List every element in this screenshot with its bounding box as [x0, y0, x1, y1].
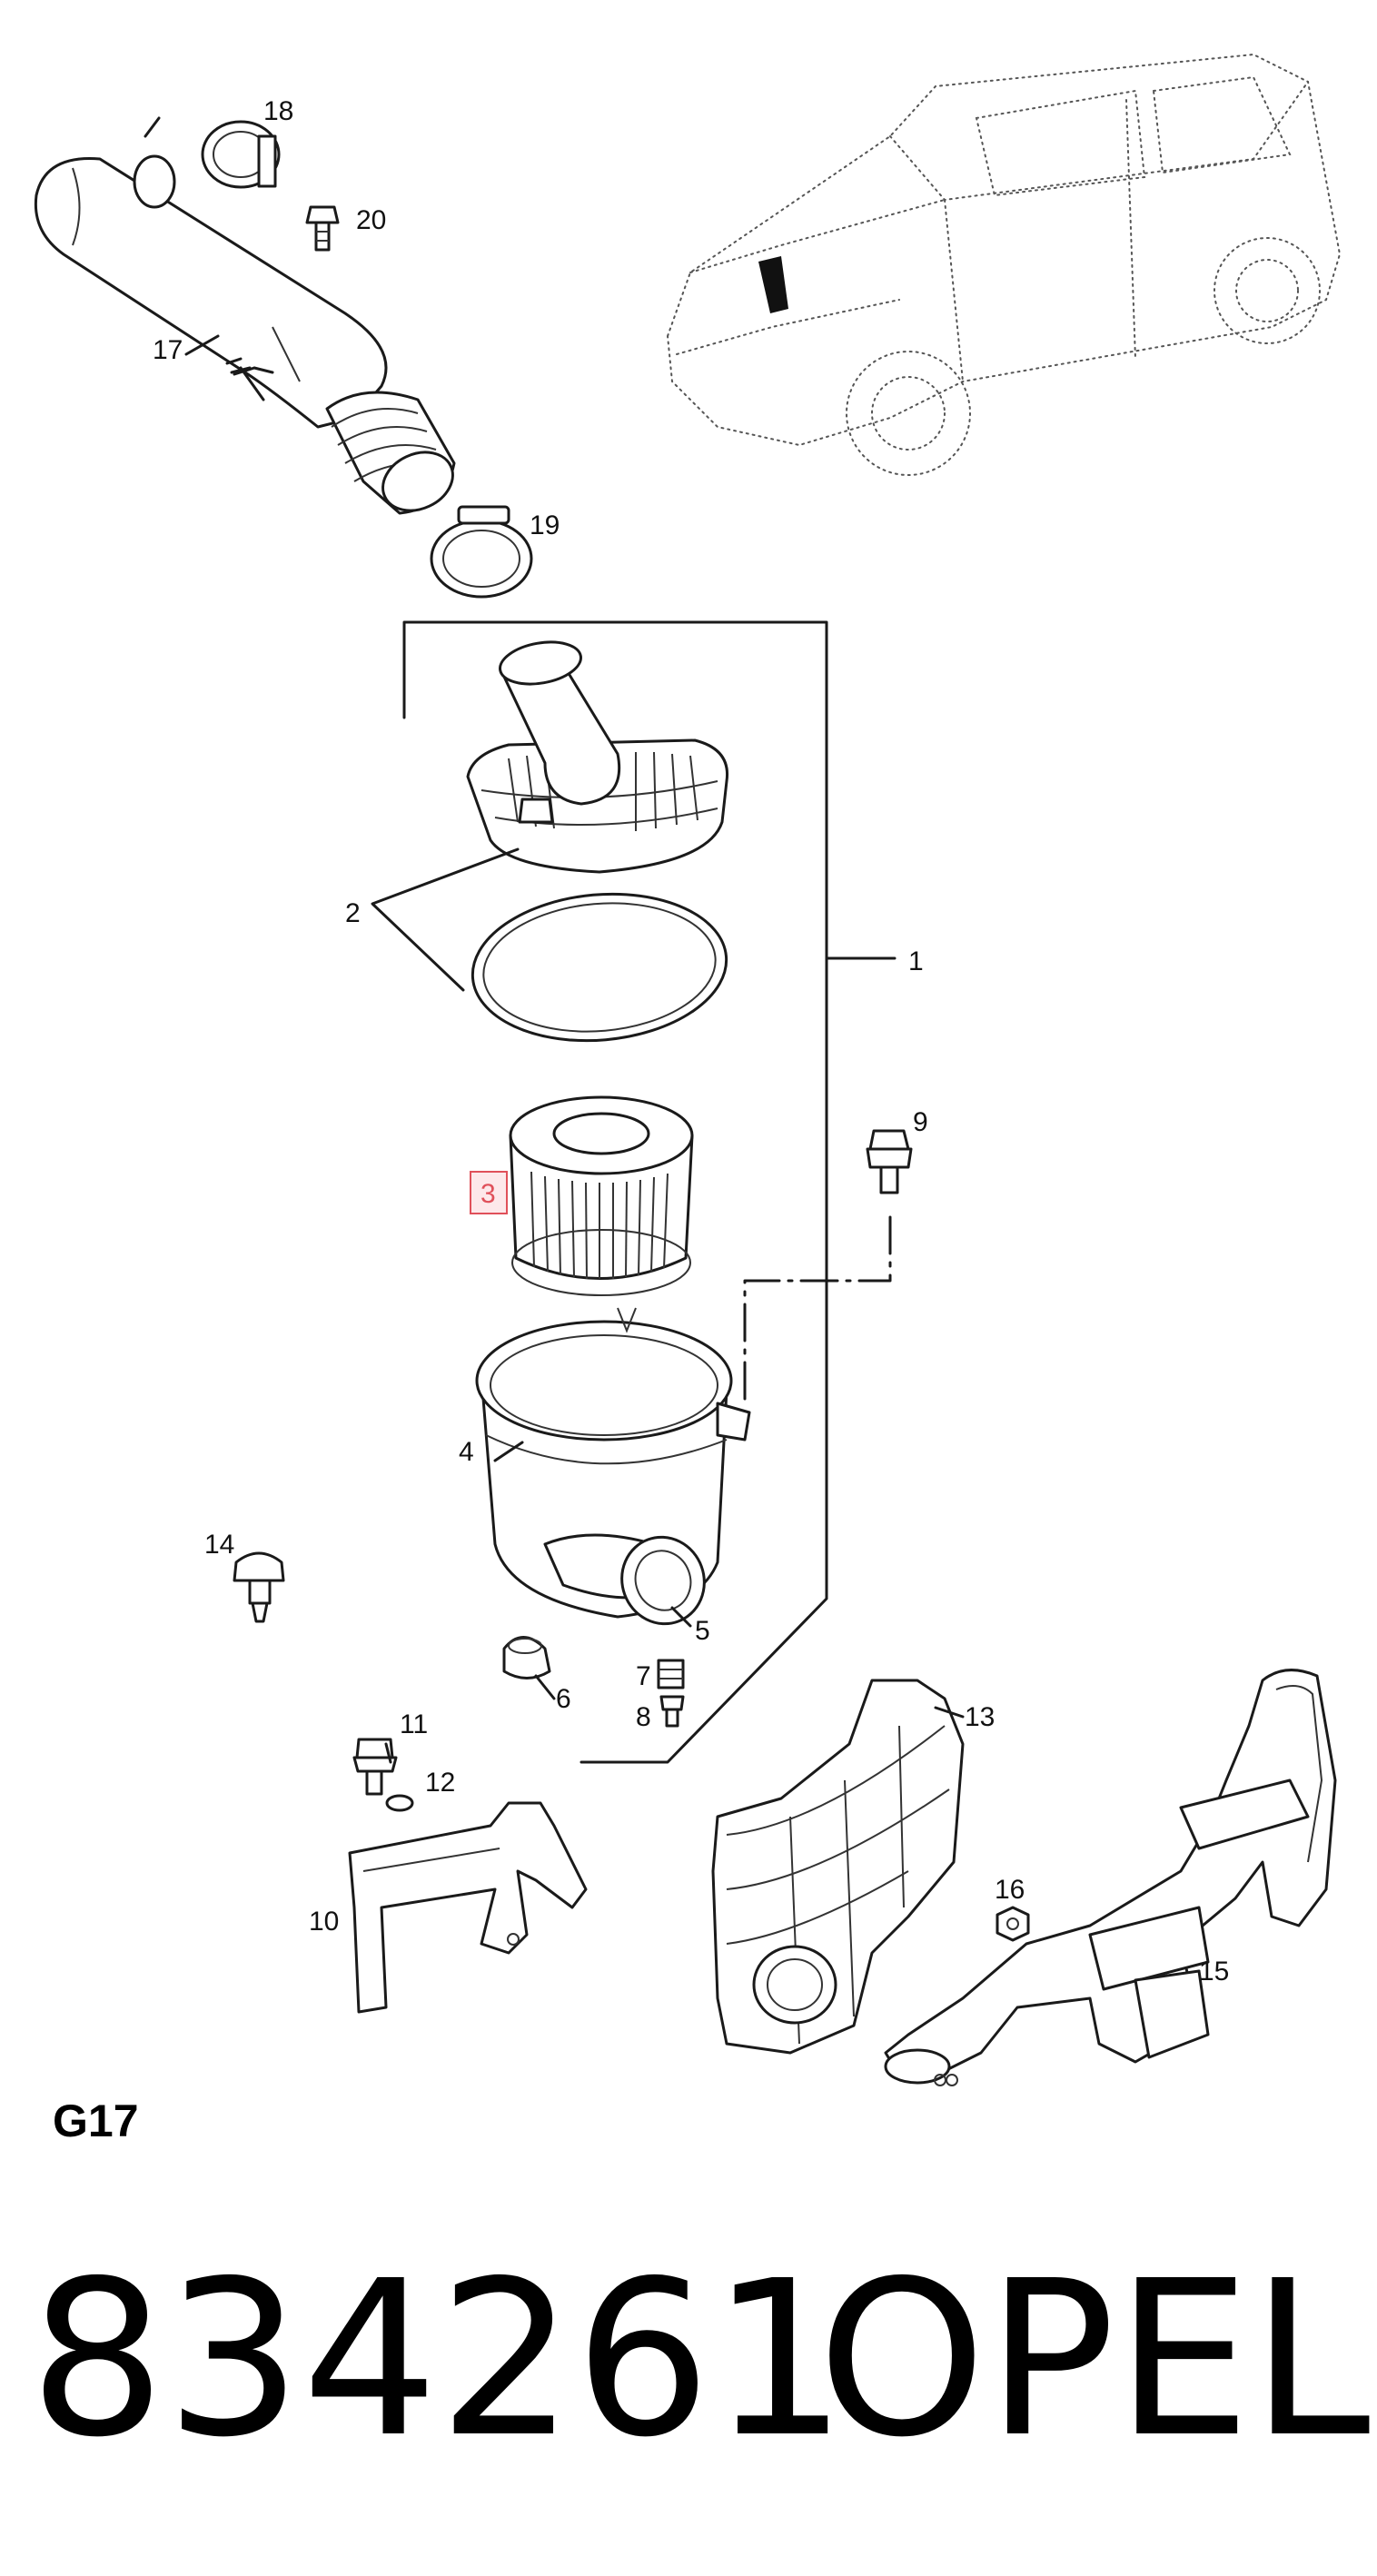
part-label-9: 9	[913, 1107, 928, 1137]
part-label-3-highlight	[470, 1171, 508, 1214]
part-label-6: 6	[556, 1684, 571, 1714]
part-2-leader-lines	[371, 847, 520, 992]
push-pin-14	[233, 1551, 285, 1623]
seal-ring-2	[471, 892, 728, 1043]
part-label-13: 13	[965, 1702, 995, 1732]
air-duct-15	[884, 1669, 1337, 2086]
part-label-15: 15	[1199, 1957, 1229, 1986]
clip-7	[657, 1659, 685, 1689]
part-label-20: 20	[356, 205, 386, 235]
filter-housing-4	[475, 1307, 751, 1626]
air-filter-cover-2	[466, 640, 729, 874]
hose-clamp-19	[430, 505, 533, 599]
bolt-11	[352, 1738, 398, 1796]
part-label-16: 16	[995, 1875, 1025, 1905]
nut-16	[996, 1906, 1030, 1942]
part-label-8: 8	[636, 1702, 651, 1732]
part-label-3: 3	[480, 1179, 496, 1209]
part-label-5: 5	[695, 1616, 710, 1646]
vehicle-illustration	[666, 53, 1342, 476]
part-label-19: 19	[530, 510, 560, 540]
part-label-14: 14	[204, 1530, 234, 1560]
part-label-10: 10	[309, 1907, 339, 1937]
washer-12	[385, 1794, 414, 1812]
mounting-bracket-10	[348, 1801, 588, 2014]
filter-element-3	[509, 1095, 694, 1296]
part-label-12: 12	[425, 1768, 455, 1798]
air-filter-location-marker-icon	[758, 256, 788, 313]
part-label-7: 7	[636, 1661, 651, 1691]
assembly-bracket-1	[402, 620, 897, 1764]
leader-lines	[144, 116, 1201, 1973]
diagram-drawing: 1 2 3 4 5 6 7 8 9 10 11 12 13 14 15 16 1…	[34, 53, 1342, 2146]
part-label-4: 4	[459, 1437, 474, 1467]
grommet-6	[502, 1636, 551, 1679]
part-label-1: 1	[908, 946, 924, 976]
bolt-20	[305, 205, 340, 252]
part-label-2: 2	[345, 898, 361, 928]
part-labels: 1 2 3 4 5 6 7 8 9 10 11 12 13 14 15 16 1…	[153, 96, 1229, 1986]
section-code: G17	[53, 2095, 139, 2146]
resonator-13	[711, 1679, 965, 2055]
part-9-leader-line	[743, 1211, 892, 1401]
brand-name: OPEL	[817, 2234, 1371, 2484]
bolt-9	[866, 1129, 913, 1194]
part-label-11: 11	[400, 1709, 428, 1739]
screw-8	[659, 1695, 685, 1728]
part-label-18: 18	[263, 96, 293, 126]
part-label-17: 17	[153, 335, 183, 365]
intake-hose-17	[34, 154, 456, 515]
hose-clamp-18	[201, 120, 281, 189]
part-number: 834261	[29, 2234, 847, 2484]
